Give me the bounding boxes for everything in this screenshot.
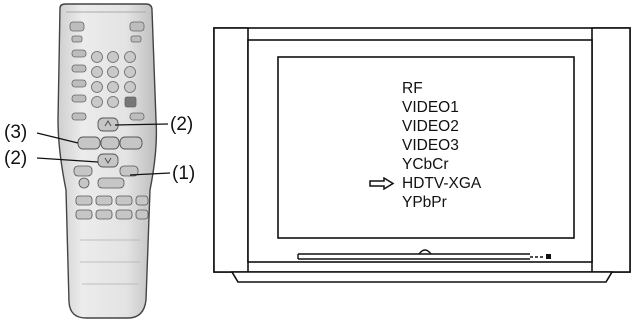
menu-item-ypbpr: YPbPr: [402, 194, 447, 211]
power-indicator: [546, 254, 551, 259]
tv-base: [230, 271, 614, 283]
remote-lower-buttons: [73, 165, 149, 220]
selection-arrow-icon: [369, 177, 395, 190]
power-button: [418, 249, 432, 255]
callout-label-2-right: (2): [170, 114, 194, 135]
input-source-menu: RF VIDEO1 VIDEO2 VIDEO3 YCbCr HDTV-XGA Y…: [369, 79, 482, 212]
right-speaker: [591, 27, 631, 273]
callout-label-3: (3): [4, 122, 28, 143]
tv-screen: [277, 56, 575, 239]
menu-item-ycbcr: YCbCr: [402, 156, 449, 173]
remote-number-pad: [91, 51, 137, 108]
left-speaker: [213, 27, 249, 273]
menu-item-hdtv-xga: HDTV-XGA: [369, 174, 482, 193]
menu-item-hdtv-xga-label: HDTV-XGA: [402, 175, 482, 192]
menu-item-video2: VIDEO2: [402, 118, 459, 135]
menu-item-video1: VIDEO1: [402, 99, 459, 116]
menu-item-video3: VIDEO3: [402, 137, 459, 154]
callout-label-2-left: (2): [4, 148, 28, 169]
callout-label-1: (1): [172, 163, 196, 184]
remote-top-buttons: [69, 21, 145, 43]
menu-item-rf: RF: [402, 80, 423, 97]
callout-leader-lines: [36, 123, 171, 176]
